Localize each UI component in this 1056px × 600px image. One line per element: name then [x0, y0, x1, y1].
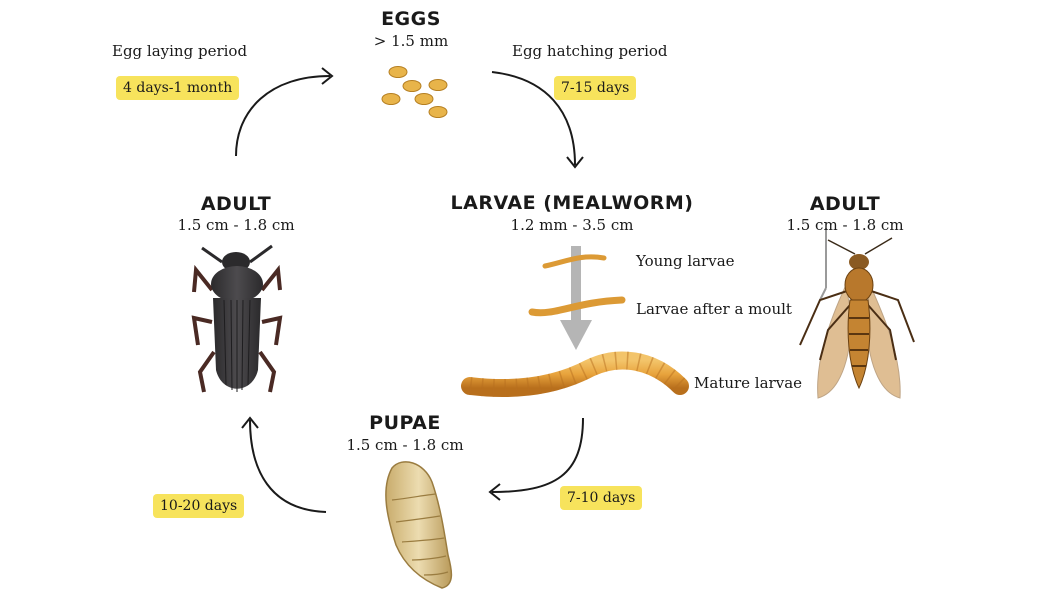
moult-larva-illustration: [528, 296, 626, 317]
egg-hatching-label: Egg hatching period: [512, 42, 668, 60]
growth-arrow: [560, 246, 592, 350]
arrow-larvae-to-pupae: [488, 417, 584, 501]
eggs-title: EGGS: [381, 8, 441, 30]
larvae-size: 1.2 mm - 3.5 cm: [510, 216, 634, 234]
larvae-title: LARVAE (MEALWORM): [450, 192, 694, 214]
eggs-illustration: [381, 66, 448, 118]
adult-fly-title: ADULT: [809, 193, 881, 215]
young-larvae-label: Young larvae: [636, 252, 735, 270]
young-larva-illustration: [542, 254, 607, 269]
arrow-pupae-to-adult: [241, 416, 327, 513]
pupae-title: PUPAE: [369, 412, 441, 434]
mature-larvae-label: Mature larvae: [694, 374, 803, 392]
beetle-illustration: [191, 244, 283, 393]
pupae-to-adult-badge: 10-20 days: [153, 494, 245, 518]
pupa-illustration: [385, 461, 453, 589]
larvae-to-pupae-badge: 7-10 days: [560, 486, 643, 510]
eggs-size: > 1.5 mm: [373, 32, 449, 50]
adult-fly-size: 1.5 cm - 1.8 cm: [786, 216, 904, 234]
fly-illustration: [799, 228, 915, 399]
egg-hatching-badge: 7-15 days: [554, 76, 637, 100]
egg-laying-badge: 4 days-1 month: [116, 76, 240, 100]
arrow-adult-to-eggs: [235, 67, 334, 157]
mature-larva-illustration: [461, 351, 689, 397]
arrow-eggs-to-larvae: [491, 71, 584, 169]
adult-beetle-size: 1.5 cm - 1.8 cm: [177, 216, 295, 234]
egg-laying-label: Egg laying period: [112, 42, 248, 60]
moult-larvae-label: Larvae after a moult: [636, 300, 792, 318]
pupae-size: 1.5 cm - 1.8 cm: [346, 436, 464, 454]
adult-beetle-title: ADULT: [200, 193, 272, 215]
